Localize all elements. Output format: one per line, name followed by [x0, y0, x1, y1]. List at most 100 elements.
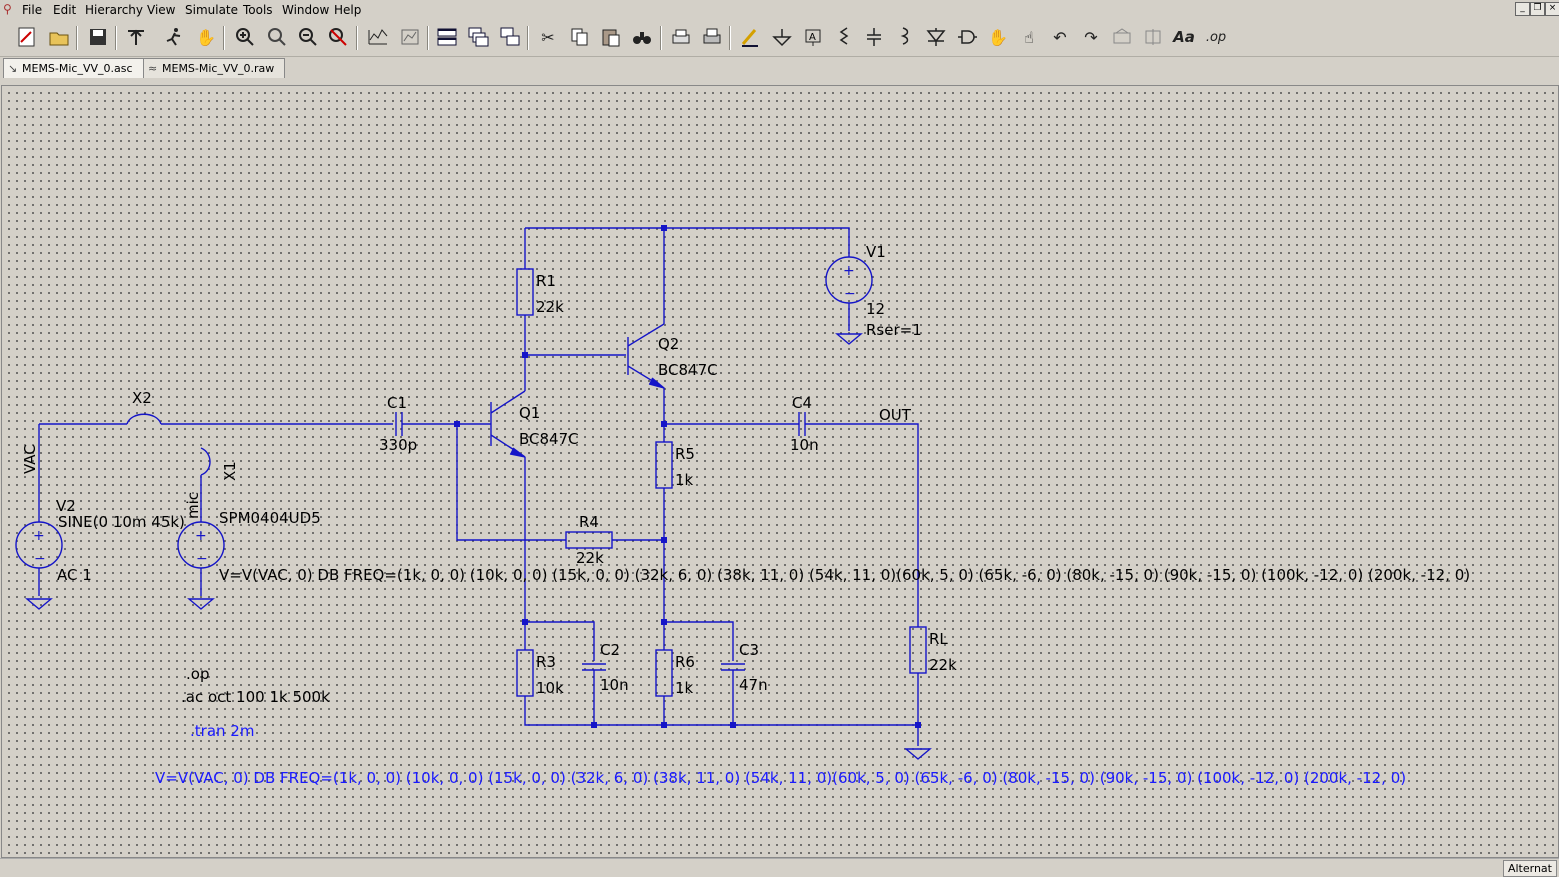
cut-icon[interactable]: ✂ [541, 27, 555, 47]
redo-icon[interactable]: ↷ [1084, 27, 1098, 47]
cascade-icon[interactable] [465, 24, 491, 50]
svg-text:+: + [33, 528, 45, 544]
tran-directive: .tran 2m [190, 722, 254, 740]
run-icon[interactable] [161, 24, 187, 50]
r6-name: R6 [675, 653, 695, 671]
r3-name: R3 [536, 653, 556, 671]
resistor-icon[interactable] [831, 24, 857, 50]
junction [661, 225, 667, 231]
r1-name: R1 [536, 272, 556, 290]
drag-icon[interactable]: ☝ [1024, 27, 1034, 47]
r3-value: 10k [536, 679, 564, 697]
menu-edit[interactable]: Edit [53, 3, 77, 17]
c2-value: 10n [600, 676, 629, 694]
paste-icon[interactable] [598, 24, 624, 50]
tab-schematic[interactable]: ↘MEMS-Mic_VV_0.asc [3, 58, 147, 78]
v1-value: 12 [866, 300, 885, 318]
close-icon[interactable]: × [1545, 2, 1559, 16]
save-icon[interactable] [85, 24, 111, 50]
c2-name: C2 [600, 641, 620, 659]
diode-icon[interactable] [923, 24, 949, 50]
print-icon[interactable] [699, 24, 725, 50]
junction [522, 619, 528, 625]
q2-model: BC847C [658, 361, 718, 379]
mirror-icon[interactable] [1140, 24, 1166, 50]
print-setup-icon[interactable] [668, 24, 694, 50]
find-icon[interactable] [629, 24, 655, 50]
r1-value: 22k [536, 298, 564, 316]
inductor-icon[interactable] [892, 24, 918, 50]
ground-symbol [904, 748, 932, 760]
menu-view[interactable]: View [147, 3, 176, 17]
c2-symbol [582, 663, 606, 671]
text-icon[interactable]: Aa [1173, 28, 1195, 46]
zoom-fit-icon[interactable] [264, 24, 290, 50]
autorange-icon[interactable] [397, 24, 423, 50]
capacitor-icon[interactable] [861, 24, 887, 50]
r4-symbol [565, 531, 613, 549]
draw-wire-icon[interactable] [737, 24, 763, 50]
q2-arrow [648, 377, 665, 389]
rl-name: RL [929, 630, 948, 648]
restore-icon[interactable]: ❐ [1530, 2, 1545, 16]
spice-directive-icon[interactable]: .op [1205, 29, 1227, 45]
x2-name: X2 [132, 389, 152, 407]
schematic-canvas[interactable]: +− +− +− V1 12 Rser=1 R1 22k Q2 BC847C X… [1, 85, 1559, 858]
open-icon[interactable] [46, 24, 72, 50]
new-schematic-icon[interactable] [14, 24, 40, 50]
menu-hierarchy[interactable]: Hierarchy [85, 3, 144, 17]
tile-vertical-icon[interactable] [497, 24, 523, 50]
svg-text:A: A [809, 32, 816, 43]
toolbar: ✋ ✂ A ✋ ☝ ↶ ↷ Aa .op [0, 20, 1559, 57]
v2-value: SINE(0 10m 45k) [58, 513, 185, 531]
svg-text:+: + [195, 528, 207, 544]
menu-help[interactable]: Help [334, 3, 362, 17]
svg-text:−: − [196, 551, 208, 567]
wire [525, 227, 850, 257]
q1-name: Q1 [519, 404, 540, 422]
svg-text:+: + [843, 263, 855, 279]
wire [524, 315, 626, 356]
minimize-icon[interactable]: _ [1515, 2, 1530, 16]
waveform-icon: ≈ [148, 62, 158, 75]
wire [664, 621, 734, 661]
c1-symbol [395, 412, 403, 436]
q1-model: BC847C [519, 430, 579, 448]
svg-text:−: − [844, 286, 856, 302]
menu-window[interactable]: Window [282, 3, 330, 17]
undo-icon[interactable]: ↶ [1053, 27, 1067, 47]
status-bar: Alternat [0, 858, 1559, 877]
q2-name: Q2 [658, 335, 679, 353]
menu-file[interactable]: File [22, 3, 43, 17]
menu-tools[interactable]: Tools [243, 3, 273, 17]
waveform-icon[interactable] [365, 24, 391, 50]
tile-horizontal-icon[interactable] [434, 24, 460, 50]
wire [524, 696, 918, 726]
c3-value: 47n [739, 676, 768, 694]
schematic-icon: ↘ [8, 62, 18, 75]
pan-hand-icon[interactable]: ✋ [196, 27, 216, 47]
document-tabs: ↘MEMS-Mic_VV_0.asc ≈MEMS-Mic_VV_0.raw [0, 57, 1559, 79]
component-icon[interactable] [954, 24, 980, 50]
wire [456, 424, 566, 541]
v1-rser: Rser=1 [866, 321, 922, 339]
menu-simulate[interactable]: Simulate [185, 3, 239, 17]
junction [522, 352, 528, 358]
spm-label: SPM0404UD5 [219, 509, 321, 527]
ac-directive: .ac oct 100 1k 500k [181, 688, 330, 706]
vac-label: VAC [21, 444, 39, 474]
tab-waveform[interactable]: ≈MEMS-Mic_VV_0.raw [143, 58, 285, 78]
zoom-out-icon[interactable] [295, 24, 321, 50]
copy-icon[interactable] [567, 24, 593, 50]
rotate-icon[interactable] [1109, 24, 1135, 50]
junction [661, 722, 667, 728]
control-panel-icon[interactable] [123, 24, 149, 50]
ground-icon[interactable] [769, 24, 795, 50]
zoom-in-icon[interactable] [232, 24, 258, 50]
c1-name: C1 [387, 394, 407, 412]
mic-label: mic [184, 492, 202, 519]
zoom-cancel-icon[interactable] [325, 24, 351, 50]
r3-symbol [516, 649, 534, 697]
move-icon[interactable]: ✋ [988, 27, 1008, 47]
label-net-icon[interactable]: A [800, 24, 826, 50]
